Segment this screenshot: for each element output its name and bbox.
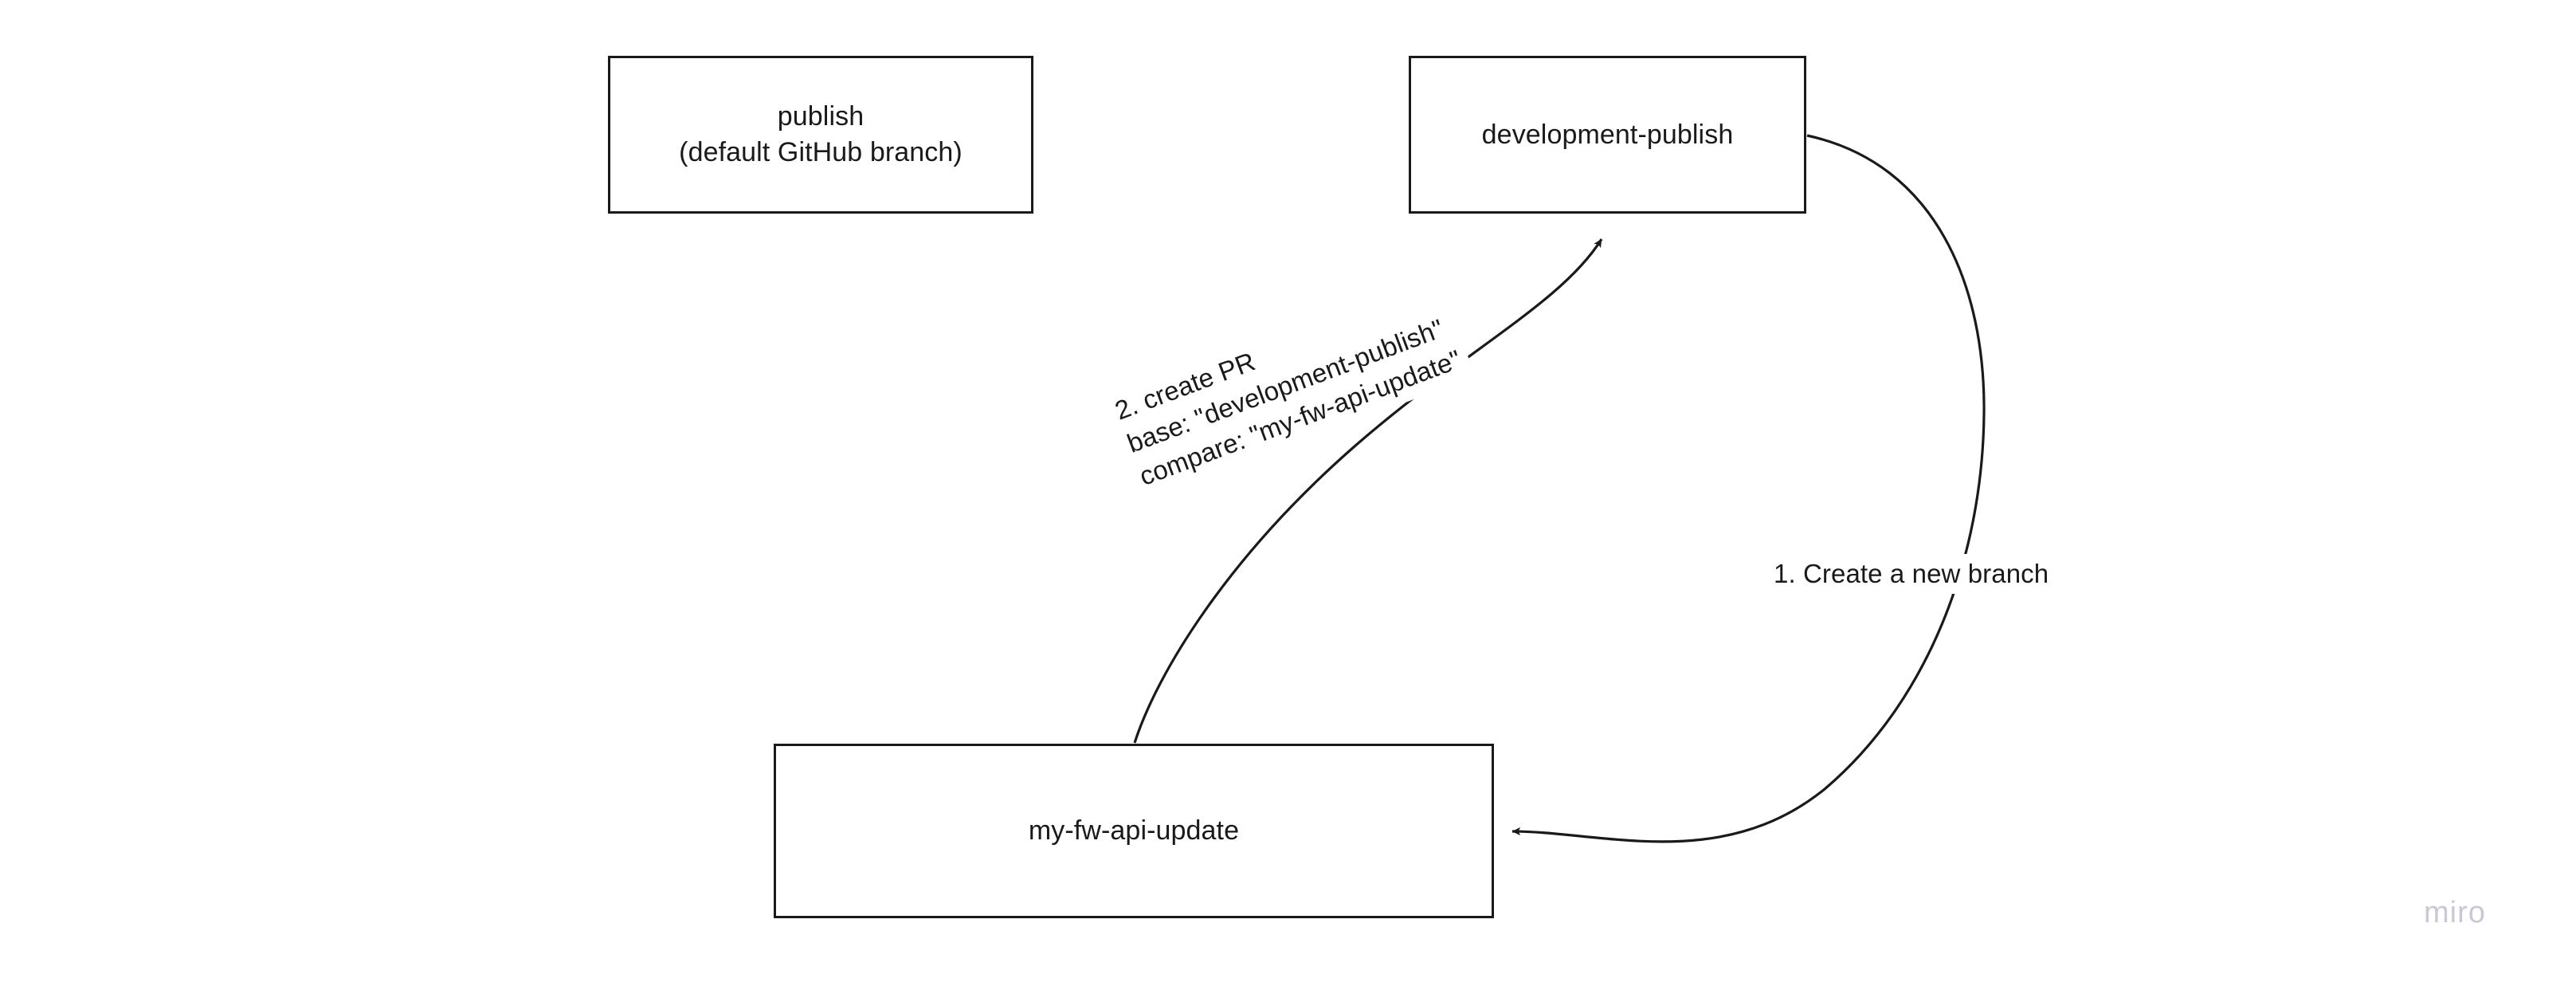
node-publish[interactable]: publish (default GitHub branch) <box>608 56 1033 214</box>
edge-create-a-new-branch[interactable] <box>1511 134 1986 843</box>
edge-label-create-pr[interactable]: 2. create PR base: "development-publish"… <box>1100 269 1476 501</box>
node-development-publish[interactable]: development-publish <box>1409 56 1806 214</box>
node-my-fw-api-update[interactable]: my-fw-api-update <box>774 744 1494 918</box>
miro-watermark: miro <box>2424 896 2486 929</box>
node-my-fw-api-update-label: my-fw-api-update <box>1028 815 1240 847</box>
node-development-publish-label: development-publish <box>1481 119 1734 150</box>
node-publish-label: publish (default GitHub branch) <box>679 101 963 167</box>
edge-label-create-a-new-branch[interactable]: 1. Create a new branch <box>1767 554 2056 594</box>
